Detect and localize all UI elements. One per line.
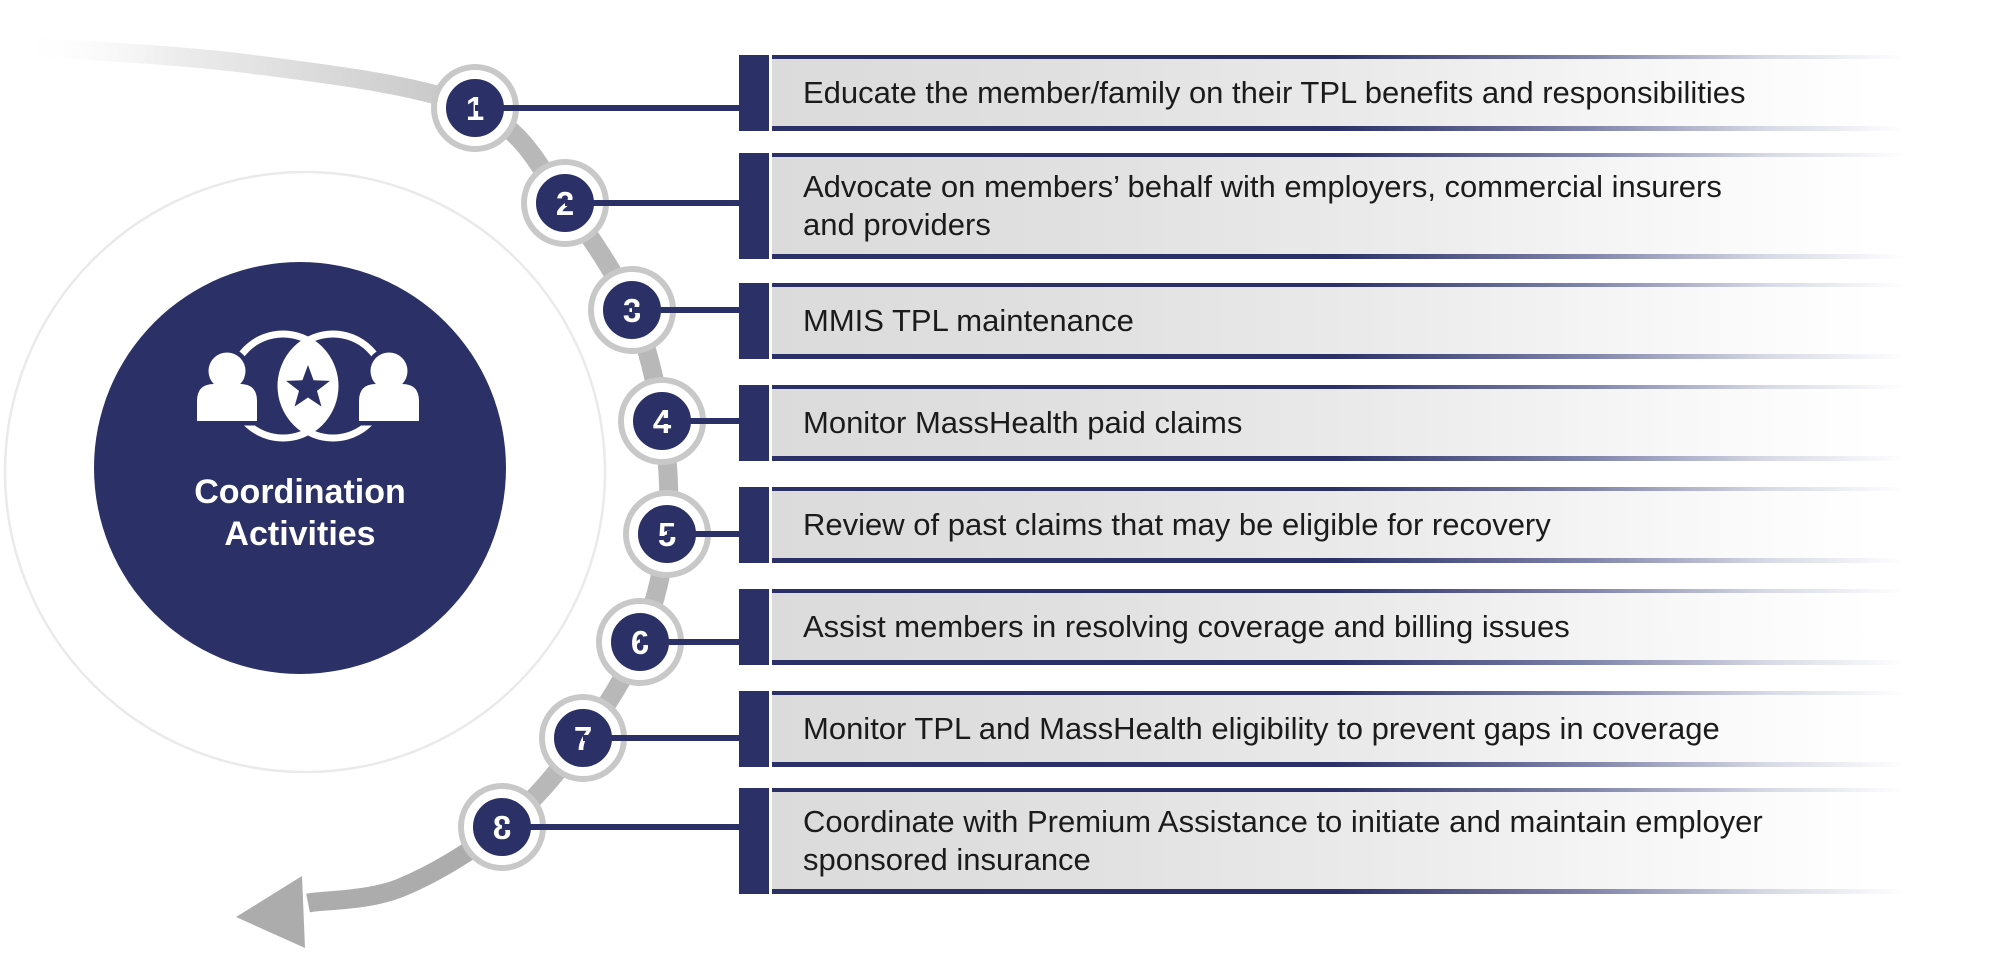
step-3-bar: MMIS TPL maintenance (739, 283, 1941, 359)
step-2-bar-accent-block (739, 153, 769, 259)
step-1-label: Educate the member/family on their TPL b… (803, 75, 1746, 110)
step-4-bar-panel: Monitor MassHealth paid claims (772, 385, 1941, 461)
step-2-label: Advocate on members’ behalf with employe… (803, 169, 1722, 242)
bar-bottom-border (772, 660, 1941, 665)
step-7-bar-panel: Monitor TPL and MassHealth eligibility t… (772, 691, 1941, 767)
person-right-icon (354, 348, 424, 426)
bar-top-border (772, 153, 1941, 157)
step-4-bar-accent-block (739, 385, 769, 461)
bar-top-border (772, 487, 1941, 491)
bar-top-border (772, 788, 1941, 792)
step-1-bar: Educate the member/family on their TPL b… (739, 55, 1941, 131)
step-7-bar: Monitor TPL and MassHealth eligibility t… (739, 691, 1941, 767)
bar-top-border (772, 283, 1941, 287)
step-2-bar-panel: Advocate on members’ behalf with employe… (772, 153, 1941, 259)
step-4-connector-line (662, 418, 741, 424)
step-number: 4 (653, 405, 671, 438)
step-number: 7 (574, 722, 592, 755)
step-number: 6 (631, 626, 649, 659)
bar-top-border (772, 691, 1941, 695)
bar-bottom-border (772, 762, 1941, 767)
step-number: 3 (623, 294, 641, 327)
step-5-bar-accent-block (739, 487, 769, 563)
bar-bottom-border (772, 354, 1941, 359)
step-3-bar-panel: MMIS TPL maintenance (772, 283, 1941, 359)
people-collaboration-icon (192, 330, 424, 442)
step-4-bar: Monitor MassHealth paid claims (739, 385, 1941, 461)
bar-top-border (772, 385, 1941, 389)
bar-top-border (772, 55, 1941, 59)
curved-arrow-start-segment (14, 36, 479, 117)
step-5-connector-line (667, 531, 741, 537)
step-6-label: Assist members in resolving coverage and… (803, 609, 1570, 644)
bar-bottom-border (772, 126, 1941, 131)
hub-title: Coordination Activities (120, 471, 480, 555)
step-number: 5 (658, 518, 676, 551)
step-3-label: MMIS TPL maintenance (803, 303, 1134, 338)
step-number: 1 (466, 92, 484, 125)
bar-bottom-border (772, 254, 1941, 259)
bar-bottom-border (772, 558, 1941, 563)
step-7-connector-line (583, 735, 741, 741)
step-8-connector-line (502, 824, 741, 830)
hub-halo-ring (3, 170, 607, 774)
step-2-bar: Advocate on members’ behalf with employe… (739, 153, 1941, 259)
step-8-label: Coordinate with Premium Assistance to in… (803, 804, 1763, 877)
hub-title-line2: Activities (224, 515, 376, 553)
curved-arrow-head (236, 876, 305, 948)
star-icon (286, 365, 330, 407)
step-4-label: Monitor MassHealth paid claims (803, 405, 1243, 440)
hub-title-line1: Coordination (194, 473, 406, 511)
step-5-bar: Review of past claims that may be eligib… (739, 487, 1941, 563)
step-3-bar-accent-block (739, 283, 769, 359)
step-7-bar-accent-block (739, 691, 769, 767)
step-6-connector-line (640, 639, 741, 645)
bar-bottom-border (772, 889, 1941, 894)
step-number: 8 (493, 811, 511, 844)
step-5-bar-panel: Review of past claims that may be eligib… (772, 487, 1941, 563)
step-6-bar: Assist members in resolving coverage and… (739, 589, 1941, 665)
bar-top-border (772, 589, 1941, 593)
step-1-bar-panel: Educate the member/family on their TPL b… (772, 55, 1941, 131)
step-1-connector-line (475, 105, 741, 111)
step-5-label: Review of past claims that may be eligib… (803, 507, 1551, 542)
step-2-connector-line (565, 200, 741, 206)
step-number: 2 (556, 187, 574, 220)
person-left-icon (192, 348, 262, 426)
step-8-bar: Coordinate with Premium Assistance to in… (739, 788, 1941, 894)
step-3-connector-line (632, 307, 741, 313)
bar-bottom-border (772, 456, 1941, 461)
step-6-bar-panel: Assist members in resolving coverage and… (772, 589, 1941, 665)
step-1-bar-accent-block (739, 55, 769, 131)
step-7-label: Monitor TPL and MassHealth eligibility t… (803, 711, 1720, 746)
step-8-bar-panel: Coordinate with Premium Assistance to in… (772, 788, 1941, 894)
step-6-bar-accent-block (739, 589, 769, 665)
hub-circle (94, 262, 506, 674)
step-8-bar-accent-block (739, 788, 769, 894)
